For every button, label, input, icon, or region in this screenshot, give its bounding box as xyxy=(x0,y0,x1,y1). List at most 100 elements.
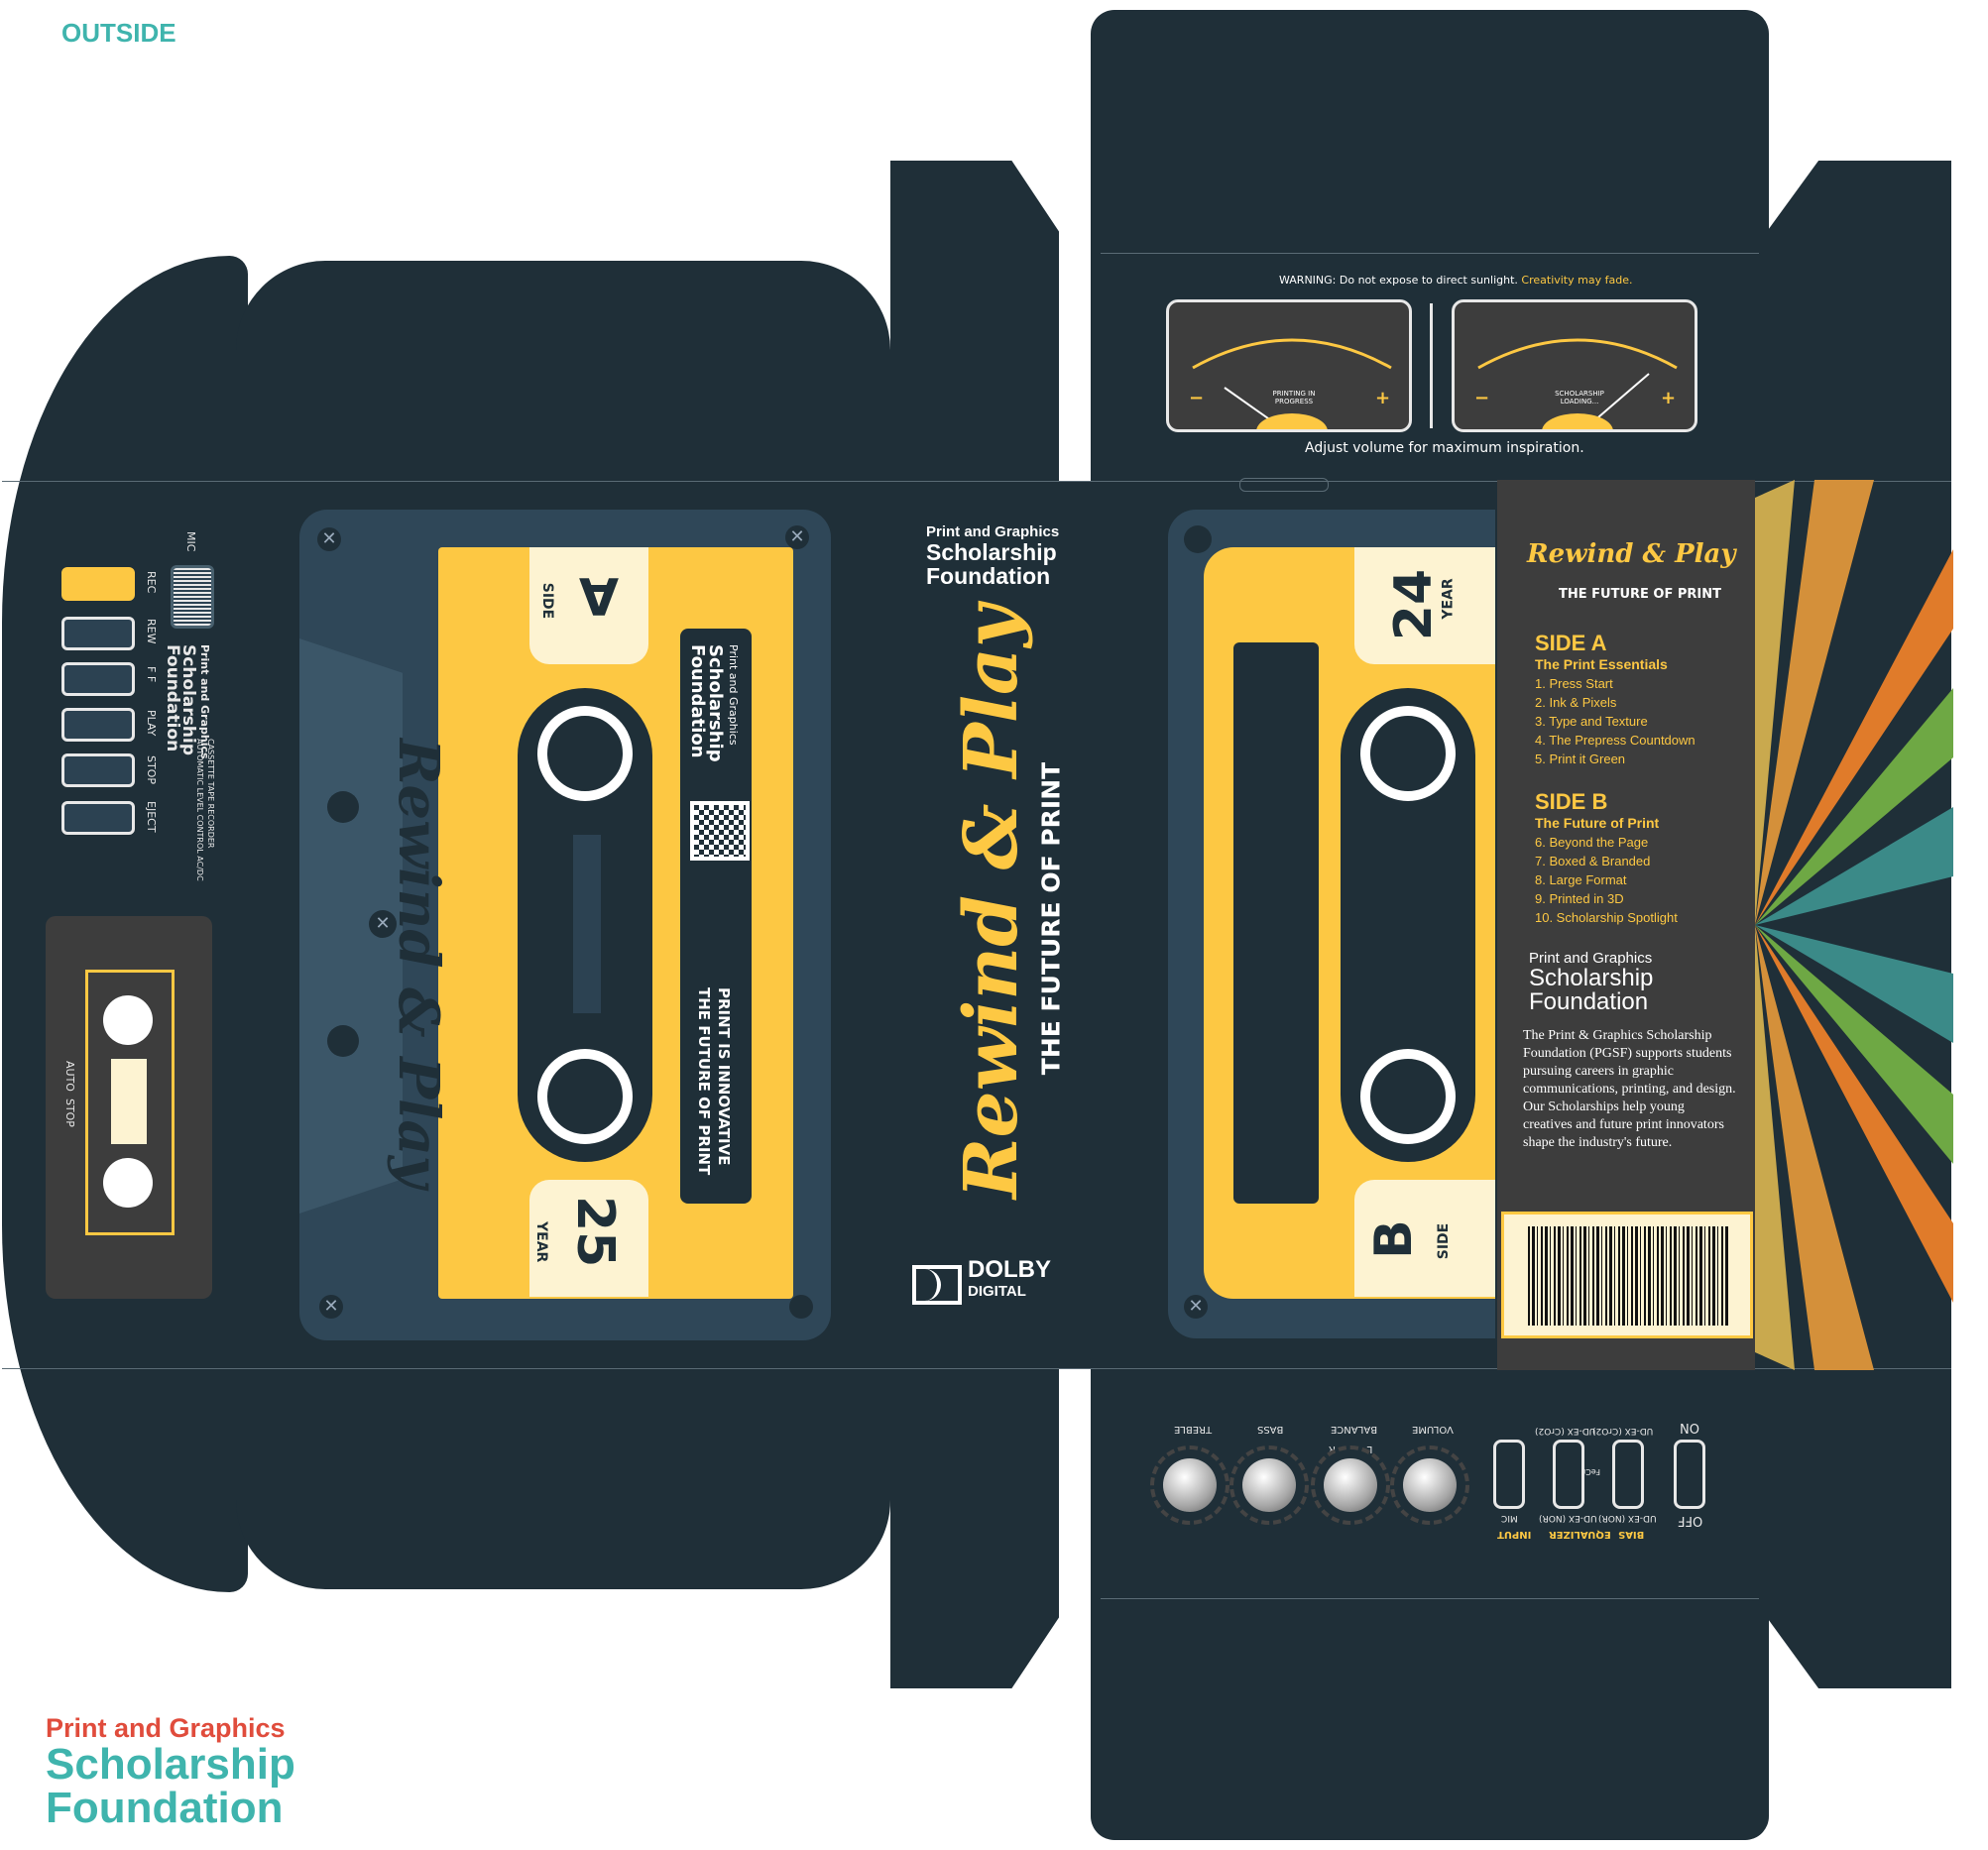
rew-label: REW xyxy=(145,619,158,644)
front-tagline-1: PRINT IS INNOVATIVE xyxy=(715,987,733,1166)
auto-stop-label: AUTO STOP xyxy=(63,1061,76,1127)
left-dust-flap-bottom xyxy=(890,1366,1059,1688)
left-flap-brand-line1: Print and Graphics xyxy=(198,644,211,759)
play-button[interactable] xyxy=(61,708,135,742)
vu-right-plus: + xyxy=(1661,388,1677,408)
spine-subtitle: THE FUTURE OF PRINT xyxy=(1036,761,1066,1076)
mic-grille xyxy=(171,565,214,629)
spine-brand-line1: Print and Graphics xyxy=(926,523,1060,540)
side-b-word: SIDE xyxy=(1436,1222,1453,1260)
knob-face-icon xyxy=(1163,1458,1217,1512)
front-title: Rewind & Play xyxy=(386,739,451,1189)
fold-line-top-flap xyxy=(1101,253,1759,254)
power-switch[interactable] xyxy=(1674,1440,1705,1509)
knob-face-icon xyxy=(1324,1458,1377,1512)
rew-button[interactable] xyxy=(61,617,135,650)
vu-left-pivot xyxy=(1256,413,1328,429)
left-dust-flap-top xyxy=(890,161,1059,483)
card-brand: Print and Graphics Scholarship Foundatio… xyxy=(1529,950,1653,1014)
spine-brand-line2: Scholarship xyxy=(926,539,1057,565)
screw-icon: ✕ xyxy=(785,525,809,549)
balance-knob[interactable] xyxy=(1311,1445,1390,1525)
outside-label: OUTSIDE xyxy=(61,18,176,48)
input-switch[interactable] xyxy=(1493,1440,1525,1509)
front-info-strip xyxy=(680,629,752,1204)
year-24-word: YEAR xyxy=(1440,578,1457,620)
screw-icon: ✕ xyxy=(1184,1295,1208,1319)
treble-knob[interactable] xyxy=(1150,1445,1229,1525)
right-dust-flap-bottom xyxy=(1767,1366,1951,1688)
track-item: 4. The Prepress Countdown xyxy=(1535,733,1696,748)
rec-button[interactable] xyxy=(61,567,135,601)
year-25-word: YEAR xyxy=(533,1221,549,1263)
side-a-title: The Print Essentials xyxy=(1535,656,1668,672)
back-label-window xyxy=(1233,642,1319,1204)
udex-label: UD-EX (NOR) xyxy=(1539,1513,1597,1523)
card-title: Rewind & Play xyxy=(1527,539,1736,569)
side-b-heading: SIDE B xyxy=(1535,789,1608,814)
year-25-number: 25 xyxy=(565,1196,625,1268)
bass-knob[interactable] xyxy=(1229,1445,1309,1525)
track-item: 6. Beyond the Page xyxy=(1535,835,1649,850)
dolby-logo-icon xyxy=(912,1265,962,1305)
knob-label: BALANCE xyxy=(1331,1424,1378,1435)
track-item: 3. Type and Texture xyxy=(1535,714,1648,729)
warning-text: WARNING: Do not expose to direct sunligh… xyxy=(1279,274,1632,287)
recorder-spec-line1: CASSETTE TAPE RECORDER xyxy=(206,739,215,849)
equalizer-switch[interactable] xyxy=(1553,1440,1584,1509)
fold-line-bottom-flap xyxy=(1101,1598,1759,1599)
track-item: 8. Large Format xyxy=(1535,872,1627,887)
front-strip-brand-line3: Foundation xyxy=(687,644,708,758)
warning-prefix: WARNING: Do not expose to direct sunligh… xyxy=(1279,274,1518,287)
vu-right-minus: − xyxy=(1474,388,1490,408)
brand-logo-line2: Scholarship xyxy=(46,1740,295,1789)
knob-face-icon xyxy=(1403,1458,1457,1512)
knob-label: VOLUME xyxy=(1412,1424,1454,1435)
card-brand-line1: Print and Graphics xyxy=(1529,950,1653,967)
bias-switch[interactable] xyxy=(1612,1440,1644,1509)
left-flap-brand: Print and Graphics Scholarship Foundatio… xyxy=(163,644,212,759)
front-strip-brand-line1: Print and Graphics xyxy=(727,644,740,746)
track-item: 10. Scholarship Spotlight xyxy=(1535,910,1678,925)
mic-label: MIC xyxy=(184,531,197,552)
track-item: 7. Boxed & Branded xyxy=(1535,854,1651,868)
track-item: 2. Ink & Pixels xyxy=(1535,695,1617,710)
back-side-tab xyxy=(1354,1180,1495,1297)
tape-window xyxy=(573,835,601,1013)
brand-logo-line3: Foundation xyxy=(46,1784,284,1832)
eject-button[interactable] xyxy=(61,801,135,835)
spine-brand-line3: Foundation xyxy=(926,563,1051,589)
track-item: 1. Press Start xyxy=(1535,676,1613,691)
track-item: 9. Printed in 3D xyxy=(1535,891,1624,906)
left-flap-brand-line3: Foundation xyxy=(163,644,182,752)
input-label: INPUT xyxy=(1497,1529,1532,1540)
eject-label: EJECT xyxy=(145,801,158,833)
warning-highlight: Creativity may fade. xyxy=(1521,274,1633,287)
equalizer-label: EQUALIZER xyxy=(1549,1529,1611,1540)
reel-hub-icon xyxy=(1360,706,1456,801)
ff-button[interactable] xyxy=(61,662,135,696)
udex-label: UD-EX (CrO2) xyxy=(1592,1426,1654,1436)
knob-face-icon xyxy=(1242,1458,1296,1512)
auto-stop-reel-top xyxy=(103,995,153,1045)
track-item: 5. Print it Green xyxy=(1535,752,1626,766)
knob-label: BASS xyxy=(1257,1424,1284,1435)
stop-button[interactable] xyxy=(61,753,135,787)
auto-stop-tape xyxy=(111,1059,147,1144)
vu-right-pivot xyxy=(1542,413,1613,429)
mic-label: MIC xyxy=(1501,1513,1518,1523)
barcode xyxy=(1501,1212,1753,1338)
screw-icon: ✕ xyxy=(369,910,397,938)
volume-knob[interactable] xyxy=(1390,1445,1469,1525)
year-25-tab xyxy=(529,1180,648,1297)
dolby-line2: DIGITAL xyxy=(968,1283,1026,1300)
fold-line-top xyxy=(2,481,1951,482)
auto-stop-frame xyxy=(85,970,175,1235)
side-b-letter: B xyxy=(1363,1219,1424,1259)
reel-hub-icon xyxy=(537,1049,633,1144)
side-a-word: SIDE xyxy=(539,582,556,620)
spine-title: Rewind & Play xyxy=(949,605,1034,1199)
cassette-hole xyxy=(327,1025,359,1057)
recorder-spec: CASSETTE TAPE RECORDER AUTOMATIC LEVEL C… xyxy=(194,739,216,881)
vu-left-minus: − xyxy=(1189,388,1205,408)
